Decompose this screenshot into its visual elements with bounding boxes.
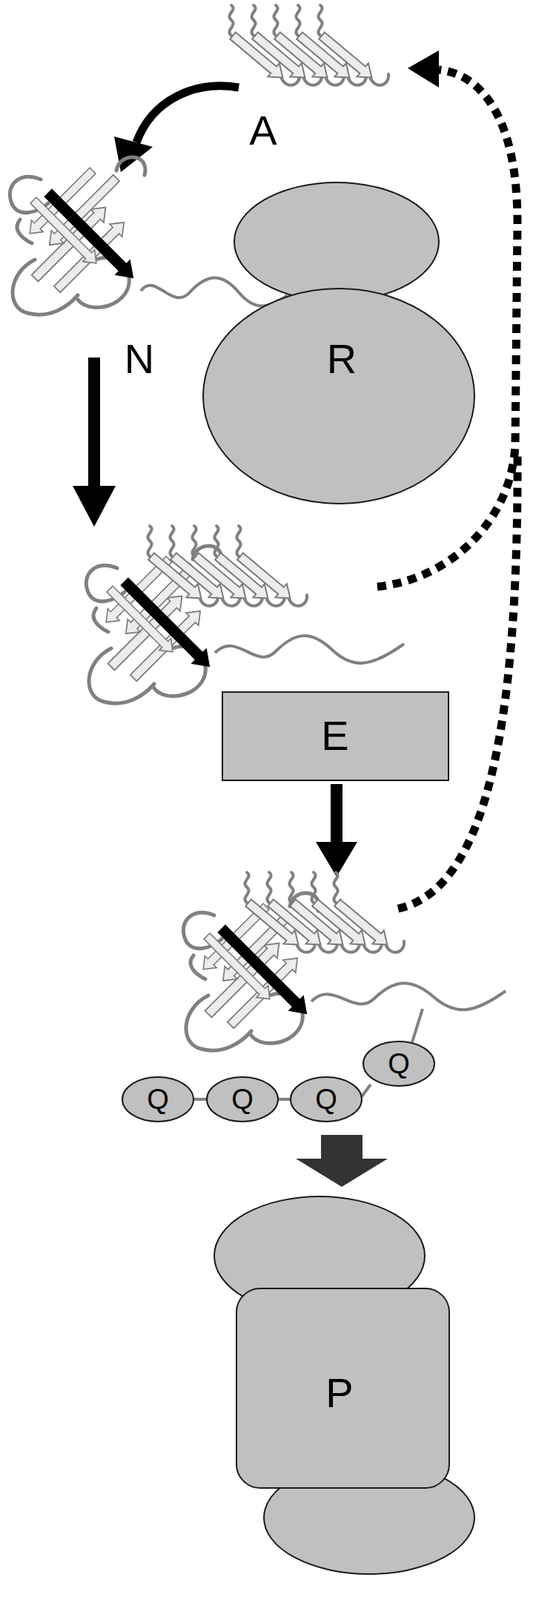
block-arrow: [295, 1134, 388, 1187]
monomer: [183, 892, 319, 1050]
ubiquitin: Q: [363, 1040, 435, 1086]
node-label: Q: [387, 1048, 410, 1078]
fibril-seed: [226, 5, 389, 86]
node-label: R: [326, 338, 357, 380]
chain-tail: [311, 982, 506, 1009]
ubiquitin: Q: [122, 1076, 194, 1121]
monomer: [9, 157, 146, 315]
arrow-head: [72, 485, 116, 527]
ubiquitin-shape: [206, 1076, 278, 1121]
fibril-on-monomer: [242, 871, 405, 952]
node-label: P: [325, 1371, 353, 1413]
ubiquitin-shape: [363, 1040, 435, 1086]
monomer: [85, 545, 222, 703]
fibril-on-monomer: [145, 525, 307, 606]
ubiquitin-shape: [290, 1076, 362, 1121]
proteasome: P: [214, 1195, 475, 1574]
enzyme-box-shape: [222, 691, 449, 780]
ribosome-shape: [234, 182, 439, 301]
ubiquitin: Q: [290, 1076, 362, 1121]
arrow-shaft: [88, 357, 101, 491]
node-label: Q: [315, 1084, 338, 1113]
part-label: A: [249, 109, 277, 152]
ubiquitin-shape: [122, 1076, 194, 1121]
node-label: Q: [146, 1084, 170, 1113]
curved-arrow: [136, 85, 239, 143]
arrow-head: [407, 50, 439, 88]
ribosome-shape: [203, 288, 475, 504]
part-label: N: [124, 338, 155, 380]
arrow-shaft: [330, 783, 343, 848]
node-label: E: [320, 714, 349, 757]
chain-tail: [214, 635, 405, 663]
node-label: Q: [231, 1084, 254, 1113]
ribosome: R: [203, 180, 476, 505]
proteasome-shape: [236, 1287, 450, 1488]
enzyme-box: E: [221, 690, 450, 781]
ubiquitin: Q: [206, 1076, 278, 1121]
